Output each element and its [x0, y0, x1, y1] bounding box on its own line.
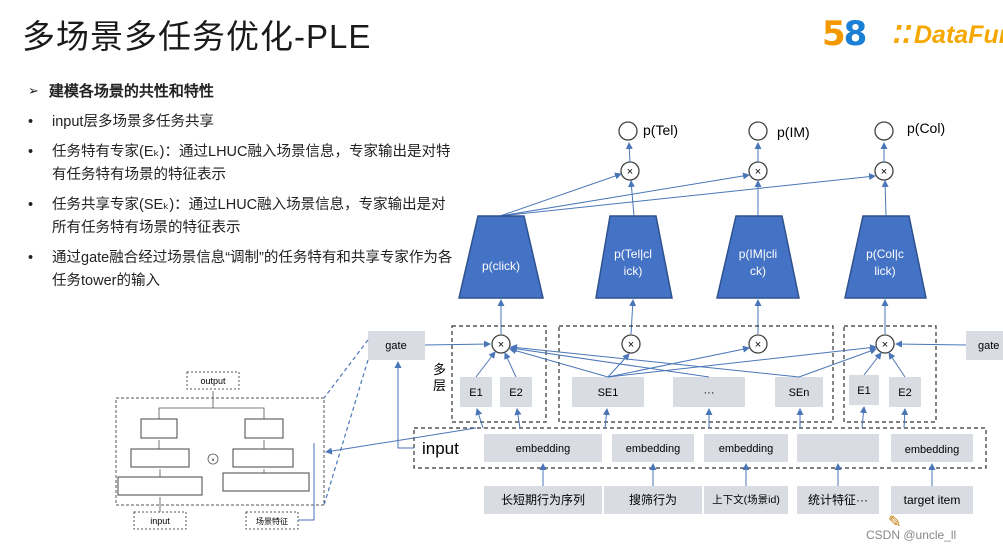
embedding-box: embedding: [704, 434, 788, 462]
svg-text:output: output: [200, 376, 226, 386]
fusion-node: ×: [875, 334, 895, 354]
fusion-node: ×: [748, 334, 768, 354]
brand-logo-datafun: ⁚⁚DataFun: [893, 21, 1003, 49]
expert-e1-left: E1: [460, 377, 492, 407]
feature-box: target item: [891, 486, 973, 514]
arrow-icon: ➢: [28, 82, 39, 98]
lhuc-inset: output × input 场景特征: [115, 371, 325, 530]
gate-box-left: gate: [368, 331, 425, 360]
feature-box: 搜筛行为: [604, 486, 702, 514]
svg-text:SE1: SE1: [598, 387, 619, 399]
multi-layer-label: 层: [433, 378, 446, 393]
task-expert-group-right: [843, 325, 937, 423]
shared-expert-group: [558, 325, 834, 423]
expert-e2-right: E2: [889, 377, 921, 407]
svg-text:统计特征···: 统计特征···: [808, 492, 868, 507]
bullet-section: ➢建模各场景的共性和特性 input层多场景多任务共享 任务特有专家(Eₖ)：通…: [28, 80, 458, 300]
svg-text:p(Col|c: p(Col|c: [866, 247, 904, 261]
svg-text:×: ×: [627, 166, 633, 178]
expert-sedots: ···: [673, 377, 745, 407]
svg-text:p(Tel): p(Tel): [643, 122, 678, 138]
multi-layer-label: 多: [433, 362, 446, 377]
svg-text:×: ×: [498, 339, 504, 351]
svg-text:×: ×: [211, 458, 215, 464]
svg-text:搜筛行为: 搜筛行为: [629, 492, 677, 507]
fusion-node: ×: [621, 334, 641, 354]
tower-click: p(click): [458, 215, 544, 299]
svg-text:···: ···: [704, 387, 715, 399]
tower-im: p(IM|cli ck): [716, 215, 800, 299]
bullet-item: 任务共享专家(SEₖ)：通过LHUC融入场景信息，专家输出是对所有任务特有场景的…: [28, 194, 458, 240]
page-title: 多场景多任务优化-PLE: [22, 18, 372, 55]
svg-text:p(click): p(click): [482, 259, 520, 273]
fusion-node: ×: [491, 334, 511, 354]
expert-se1: SE1: [572, 377, 644, 407]
svg-text:p(Tel|cl: p(Tel|cl: [614, 247, 652, 261]
embedding-box: embedding: [484, 434, 602, 462]
bullet-item: 通过gate融合经过场景信息“调制”的任务特有和共享专家作为各任务tower的输…: [28, 247, 458, 293]
svg-text:×: ×: [881, 166, 887, 178]
bullet-item: 任务特有专家(Eₖ)：通过LHUC融入场景信息，专家输出是对特有任务特有场景的特…: [28, 141, 458, 187]
feature-box: 长短期行为序列: [484, 486, 602, 514]
tower-tel: p(Tel|cl ick): [595, 215, 673, 299]
watermark: CSDN @uncle_ll: [866, 528, 957, 542]
svg-text:ck): ck): [750, 264, 766, 278]
svg-text:×: ×: [755, 339, 761, 351]
svg-text:E2: E2: [898, 387, 911, 399]
svg-text:场景特征: 场景特征: [256, 516, 288, 526]
bullet-item: input层多场景多任务共享: [28, 111, 458, 134]
svg-text:embedding: embedding: [905, 444, 959, 456]
feature-box: 统计特征···: [797, 486, 879, 514]
svg-text:×: ×: [882, 339, 888, 351]
embedding-box: embedding: [891, 434, 973, 462]
pencil-icon: ✎: [888, 514, 902, 531]
brand-logo-58: 58: [822, 14, 867, 54]
svg-text:×: ×: [628, 339, 634, 351]
embedding-box: embedding: [612, 434, 694, 462]
expert-sen: SEn: [775, 377, 823, 407]
input-label: input: [422, 439, 459, 458]
svg-text:ick): ick): [624, 264, 643, 278]
task-expert-group-left: [451, 325, 547, 423]
svg-text:embedding: embedding: [719, 443, 773, 455]
embedding-box: [797, 434, 879, 462]
svg-text:p(IM): p(IM): [777, 124, 810, 140]
svg-text:长短期行为序列: 长短期行为序列: [501, 492, 585, 507]
svg-text:embedding: embedding: [626, 443, 680, 455]
feature-box: 上下文(场景id): [704, 486, 788, 514]
expert-e1-right: E1: [849, 375, 879, 405]
multiply-node: ×: [748, 161, 768, 181]
svg-text:p(IM|cli: p(IM|cli: [739, 247, 777, 261]
multiply-node: ×: [620, 161, 640, 181]
svg-text:上下文(场景id): 上下文(场景id): [712, 493, 780, 506]
svg-text:p(Col): p(Col): [907, 120, 945, 136]
svg-text:E1: E1: [857, 385, 870, 397]
svg-text:input: input: [150, 516, 170, 526]
output-node-col: p(Col): [874, 120, 945, 141]
svg-text:gate: gate: [978, 340, 999, 352]
svg-text:lick): lick): [874, 264, 895, 278]
svg-text:×: ×: [755, 166, 761, 178]
svg-text:SEn: SEn: [789, 387, 810, 399]
svg-text:embedding: embedding: [516, 443, 570, 455]
section-heading: ➢建模各场景的共性和特性: [28, 82, 214, 101]
multiply-node: ×: [874, 161, 894, 181]
gate-box-right: gate: [966, 331, 1003, 360]
expert-e2-left: E2: [500, 377, 532, 407]
svg-text:target item: target item: [904, 493, 961, 507]
output-node-im: p(IM): [748, 121, 810, 141]
svg-text:gate: gate: [385, 340, 406, 352]
svg-text:E1: E1: [469, 387, 482, 399]
svg-text:E2: E2: [509, 387, 522, 399]
output-node-tel: p(Tel): [618, 121, 678, 141]
tower-col: p(Col|c lick): [844, 215, 927, 299]
